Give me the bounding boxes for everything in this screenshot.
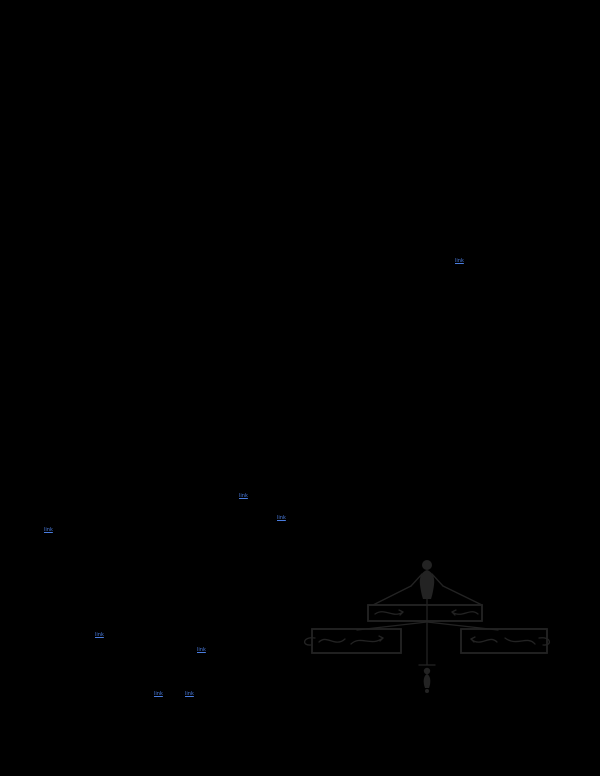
hyperlink[interactable]: link [197, 647, 206, 653]
upper-panel-wave-left [374, 611, 404, 615]
arrowhead [378, 635, 384, 642]
lower-right-wave-2 [504, 637, 536, 645]
mobile-figure-illustration [304, 560, 550, 693]
hyperlink[interactable]: link [455, 258, 464, 264]
lower-left-wave-1 [318, 638, 346, 643]
person-head [422, 560, 432, 570]
lower-right-wave-1 [470, 638, 498, 643]
person-arm-right [431, 573, 444, 587]
arrowhead [470, 636, 476, 643]
upper-panel-wave-right [451, 611, 479, 615]
figure-illustration [295, 552, 555, 702]
hyperlink[interactable]: link [44, 527, 53, 533]
string-right [442, 585, 483, 606]
pendant-head [423, 667, 431, 675]
hyperlink[interactable]: link [154, 691, 163, 697]
pendant-body [423, 674, 431, 688]
lower-right-panel [460, 628, 548, 654]
lower-right-hook [538, 637, 550, 646]
pendant-base [425, 689, 429, 693]
person-arm-left [410, 573, 423, 587]
string-left [372, 585, 412, 606]
lower-left-panel [311, 628, 402, 654]
arrowhead [398, 609, 404, 616]
lower-left-hook [304, 637, 316, 646]
lower-left-wave-2 [350, 637, 384, 645]
upper-panel [367, 604, 483, 622]
arrowhead [451, 609, 457, 616]
hyperlink[interactable]: link [239, 493, 248, 499]
hyperlink[interactable]: link [185, 691, 194, 697]
person-body [419, 570, 435, 599]
hyperlink[interactable]: link [277, 515, 286, 521]
hyperlink[interactable]: link [95, 632, 104, 638]
